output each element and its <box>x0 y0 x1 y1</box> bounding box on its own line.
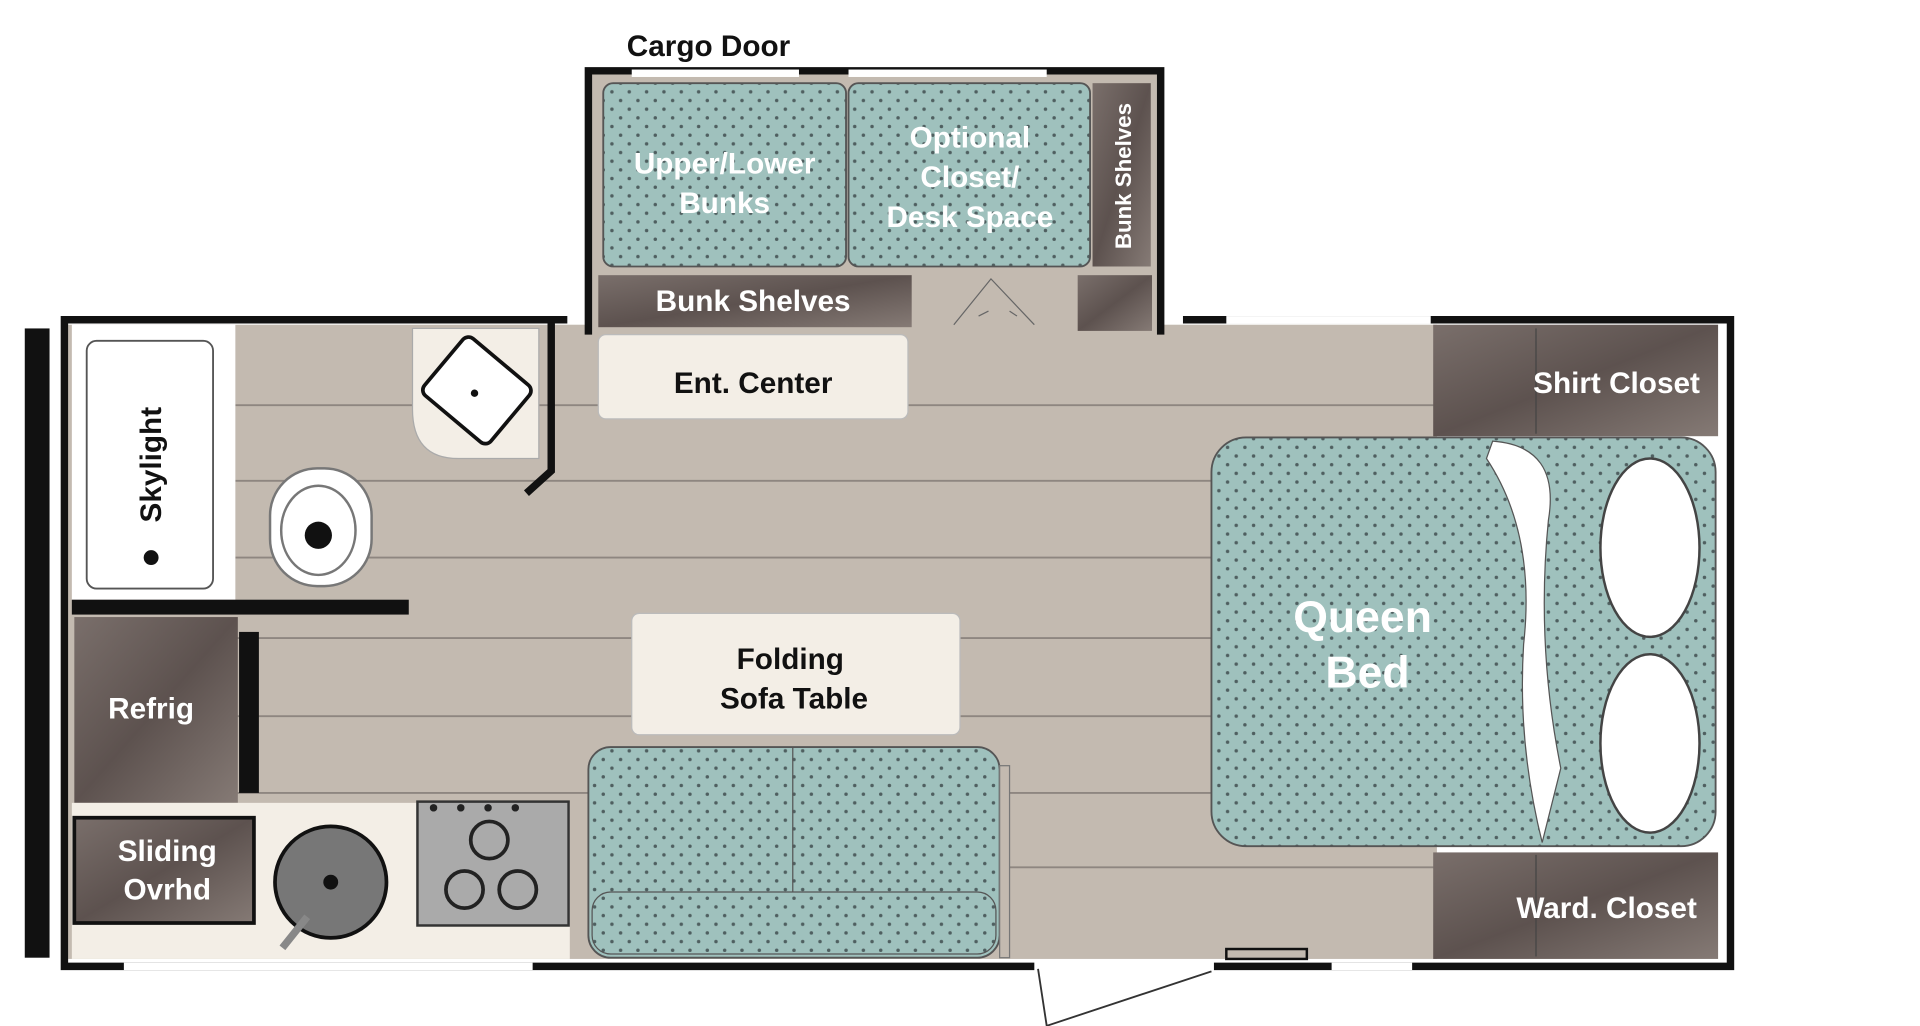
bunks: Upper/Lower Bunks <box>602 82 847 268</box>
skylight-label: Skylight <box>135 407 168 523</box>
pillow-icon <box>1599 652 1701 834</box>
cargo-door-label: Cargo Door <box>627 30 791 63</box>
walls <box>60 316 1735 971</box>
optional-label: Closet/ <box>920 161 1019 194</box>
refrigerator: Refrig <box>74 617 259 803</box>
folding-table-label: Folding <box>737 643 844 676</box>
pillow-icon <box>1599 457 1701 639</box>
bathroom: Skylight <box>71 322 555 615</box>
folding-sofa-table[interactable]: Folding Sofa Table <box>631 612 961 736</box>
bath-sink-icon <box>420 335 533 446</box>
ent-center-label: Ent. Center <box>674 367 833 400</box>
queen-bed-label: Queen <box>1293 593 1432 642</box>
bunk-door <box>953 277 1035 326</box>
sliding-ovrhd-label: Ovrhd <box>123 873 211 906</box>
kitchen: Sliding Ovrhd <box>71 800 570 959</box>
ward-closet-label: Ward. Closet <box>1516 892 1697 925</box>
optional-closet-desk: Optional Closet/ Desk Space <box>847 82 1091 268</box>
bunk-shelves-vertical-label: Bunk Shelves <box>1111 103 1136 249</box>
ent-center: Ent. Center <box>597 334 909 420</box>
shirt-closet-label: Shirt Closet <box>1533 367 1700 400</box>
queen-bed: Queen Bed <box>1210 436 1717 848</box>
kitchen-sink-icon <box>273 824 389 951</box>
bunk-shelves-label: Bunk Shelves <box>656 285 851 318</box>
bunk-shelves-vertical: Bunk Shelves <box>1092 83 1151 267</box>
folding-table-label: Sofa Table <box>720 683 868 716</box>
rear-bumper <box>24 328 50 958</box>
refrig-label: Refrig <box>108 693 194 726</box>
wardrobe-closet: Ward. Closet <box>1433 852 1719 959</box>
bunks-label: Bunks <box>679 187 770 220</box>
entry-door[interactable] <box>1037 947 1309 1026</box>
optional-label: Optional <box>910 122 1031 155</box>
bunks-label: Upper/Lower <box>634 148 816 181</box>
sofa <box>587 746 1011 959</box>
queen-bed-label: Bed <box>1325 649 1409 698</box>
sliding-ovrhd-label: Sliding <box>118 835 217 868</box>
shirt-closet: Shirt Closet <box>1433 324 1719 437</box>
bunk-shelves: Bunk Shelves <box>598 275 912 328</box>
optional-label: Desk Space <box>886 201 1053 234</box>
toilet-icon <box>268 467 373 588</box>
stove-icon <box>416 800 570 927</box>
